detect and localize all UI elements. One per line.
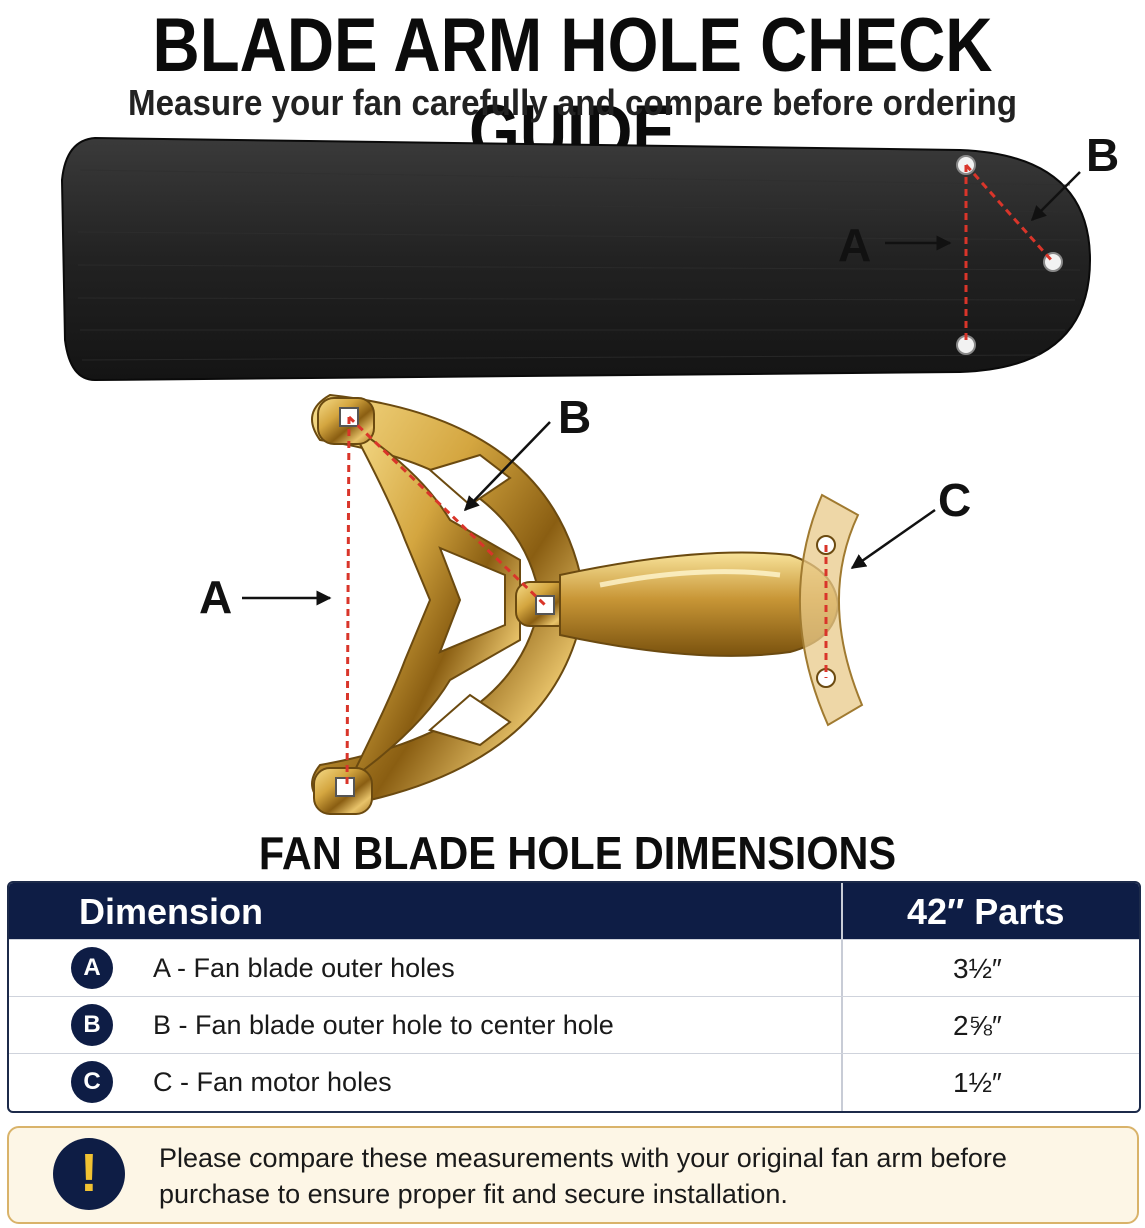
arm-label-a: A: [199, 571, 233, 623]
row-value: 1½″: [953, 1067, 1002, 1098]
row-label: A - Fan blade outer holes: [153, 953, 455, 983]
dimensions-title: FAN BLADE HOLE DIMENSIONS: [258, 827, 897, 879]
blade-arrow-b: [1030, 171, 1081, 222]
header-value: 42″ Parts: [907, 891, 1065, 932]
fan-blade: [60, 136, 1092, 382]
table-row: B B - Fan blade outer hole to center hol…: [9, 996, 1139, 1054]
arm-dash-a: [345, 416, 351, 788]
dimensions-table: Dimension 42″ Parts A A - Fan blade oute…: [7, 881, 1141, 1113]
table-header: Dimension 42″ Parts: [9, 883, 1139, 939]
badge-a: A: [71, 947, 113, 989]
page-title: BLADE ARM HOLE CHECK GUIDE: [152, 3, 993, 175]
row-label: C - Fan motor holes: [153, 1067, 392, 1097]
row-value: 2⅝″: [953, 1010, 1002, 1041]
arm-label-b: B: [558, 391, 592, 443]
illustration: [60, 136, 1092, 815]
page-subtitle: Measure your fan carefully and compare b…: [128, 82, 1017, 123]
warning-note: ! Please compare these measurements with…: [7, 1126, 1139, 1224]
exclamation-icon: !: [53, 1138, 125, 1210]
column-divider: [841, 883, 843, 1111]
blade-dash-b: [964, 163, 1055, 264]
badge-b: B: [71, 1004, 113, 1046]
arm-dash-b: [347, 415, 547, 607]
arm-label-c: C: [938, 474, 972, 526]
blade-label-b: B: [1086, 129, 1120, 181]
badge-c: C: [71, 1061, 113, 1103]
header-dimension: Dimension: [79, 891, 264, 932]
blade-arm: [242, 393, 936, 815]
row-label: B - Fan blade outer hole to center hole: [153, 1010, 614, 1040]
arm-arrow-c: [850, 508, 936, 570]
arm-arrow-b: [463, 421, 551, 512]
row-value: 3½″: [953, 953, 1002, 984]
note-text: Please compare these measurements with y…: [159, 1143, 1007, 1209]
table-row: C C - Fan motor holes 1½″: [9, 1053, 1139, 1111]
blade-label-a: A: [838, 219, 872, 271]
table-row: A A - Fan blade outer holes 3½″: [9, 939, 1139, 997]
